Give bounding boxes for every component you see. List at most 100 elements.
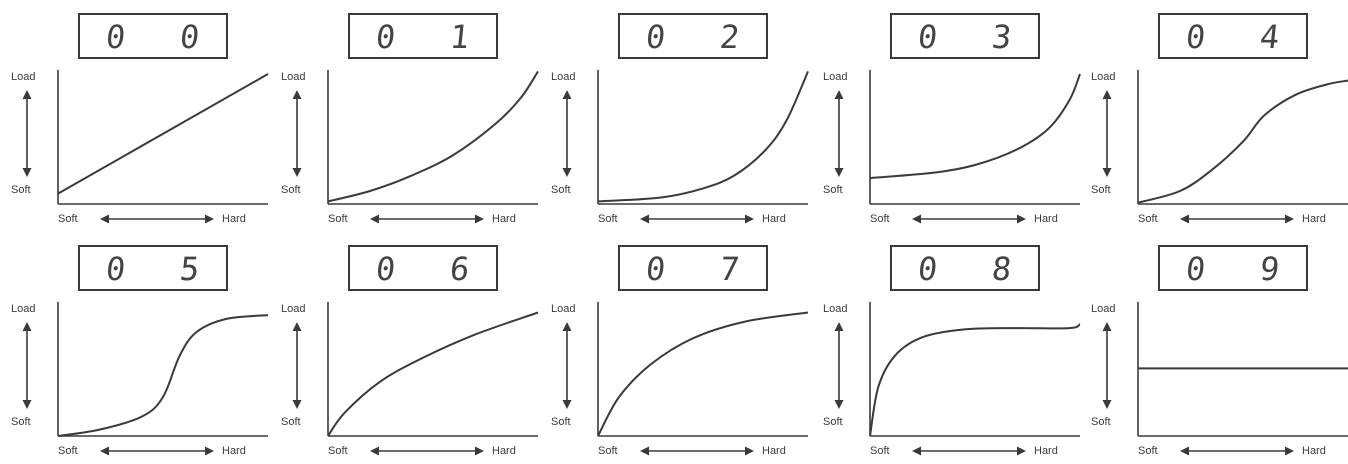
arrow-down-icon bbox=[562, 400, 572, 409]
curve-graph bbox=[1102, 70, 1348, 224]
arrow-down-icon bbox=[22, 400, 32, 409]
soft-axis-label-horizontal: Soft bbox=[598, 213, 618, 225]
soft-axis-label-horizontal: Soft bbox=[328, 213, 348, 225]
display-digit: 0 bbox=[916, 18, 940, 56]
arrow-left-icon bbox=[640, 214, 649, 224]
arrow-up-icon bbox=[22, 322, 32, 331]
arrow-right-icon bbox=[475, 446, 484, 456]
display-digit: 0 bbox=[1184, 18, 1208, 56]
arrow-up-icon bbox=[834, 322, 844, 331]
display-digit: 0 bbox=[916, 250, 940, 288]
display-digit: 7 bbox=[718, 250, 742, 288]
display-digit: 2 bbox=[718, 18, 742, 56]
arrow-left-icon bbox=[100, 214, 109, 224]
arrow-up-icon bbox=[22, 90, 32, 99]
soft-axis-label-vertical: Soft bbox=[823, 184, 843, 196]
load-axis-label: Load bbox=[281, 303, 306, 315]
soft-axis-label-horizontal: Soft bbox=[870, 213, 890, 225]
arrow-right-icon bbox=[745, 214, 754, 224]
hard-axis-label: Hard bbox=[1034, 213, 1058, 225]
soft-axis-label-vertical: Soft bbox=[1091, 416, 1111, 428]
arrow-left-icon bbox=[640, 446, 649, 456]
arrow-right-icon bbox=[205, 214, 214, 224]
soft-axis-label-vertical: Soft bbox=[281, 184, 301, 196]
soft-axis-label-vertical: Soft bbox=[281, 416, 301, 428]
soft-axis-label-vertical: Soft bbox=[551, 416, 571, 428]
arrow-left-icon bbox=[1180, 214, 1189, 224]
arrow-up-icon bbox=[292, 322, 302, 331]
soft-axis-label-horizontal: Soft bbox=[598, 445, 618, 457]
load-axis-label: Load bbox=[551, 303, 576, 315]
display-digit: 4 bbox=[1258, 18, 1282, 56]
arrow-down-icon bbox=[22, 168, 32, 177]
display-digit: 0 bbox=[104, 250, 128, 288]
curve-graph bbox=[834, 302, 1081, 456]
display-digit: 0 bbox=[644, 250, 668, 288]
curve-graph bbox=[292, 70, 539, 224]
arrow-up-icon bbox=[834, 90, 844, 99]
display-digit: 3 bbox=[990, 18, 1014, 56]
load-curve bbox=[597, 70, 809, 203]
load-curve bbox=[869, 323, 1081, 437]
hard-axis-label: Hard bbox=[492, 213, 516, 225]
load-axis-label: Load bbox=[551, 71, 576, 83]
arrow-right-icon bbox=[1017, 214, 1026, 224]
curve-graph bbox=[292, 302, 539, 456]
hard-axis-label: Hard bbox=[1302, 445, 1326, 457]
arrow-left-icon bbox=[100, 446, 109, 456]
soft-axis-label-vertical: Soft bbox=[11, 184, 31, 196]
load-axis-label: Load bbox=[281, 71, 306, 83]
curve-graph bbox=[22, 302, 269, 456]
arrow-left-icon bbox=[1180, 446, 1189, 456]
soft-axis-label-horizontal: Soft bbox=[328, 445, 348, 457]
hard-axis-label: Hard bbox=[762, 445, 786, 457]
load-curve bbox=[57, 73, 269, 195]
display-digit: 0 bbox=[644, 18, 668, 56]
display-digit: 1 bbox=[448, 18, 472, 56]
soft-axis-label-vertical: Soft bbox=[11, 416, 31, 428]
hard-axis-label: Hard bbox=[222, 445, 246, 457]
display-digit: 0 bbox=[178, 18, 202, 56]
curve-graph bbox=[834, 70, 1081, 224]
arrow-down-icon bbox=[834, 168, 844, 177]
soft-axis-label-horizontal: Soft bbox=[1138, 213, 1158, 225]
curve-graph bbox=[1102, 302, 1348, 456]
load-axis-label: Load bbox=[1091, 71, 1116, 83]
soft-axis-label-vertical: Soft bbox=[1091, 184, 1111, 196]
load-curve bbox=[869, 73, 1081, 179]
display-digit: 0 bbox=[1184, 250, 1208, 288]
load-curve bbox=[327, 311, 539, 437]
arrow-right-icon bbox=[1017, 446, 1026, 456]
soft-axis-label-horizontal: Soft bbox=[870, 445, 890, 457]
arrow-down-icon bbox=[1102, 168, 1112, 177]
display-digit: 9 bbox=[1258, 250, 1282, 288]
arrow-right-icon bbox=[745, 446, 754, 456]
arrow-down-icon bbox=[834, 400, 844, 409]
soft-axis-label-horizontal: Soft bbox=[58, 445, 78, 457]
load-axis-label: Load bbox=[823, 71, 848, 83]
display-digit: 0 bbox=[104, 18, 128, 56]
hard-axis-label: Hard bbox=[222, 213, 246, 225]
curve-graph bbox=[562, 70, 809, 224]
load-axis-label: Load bbox=[11, 303, 36, 315]
hard-axis-label: Hard bbox=[762, 213, 786, 225]
arrow-down-icon bbox=[562, 168, 572, 177]
arrow-up-icon bbox=[292, 90, 302, 99]
arrow-up-icon bbox=[1102, 322, 1112, 331]
